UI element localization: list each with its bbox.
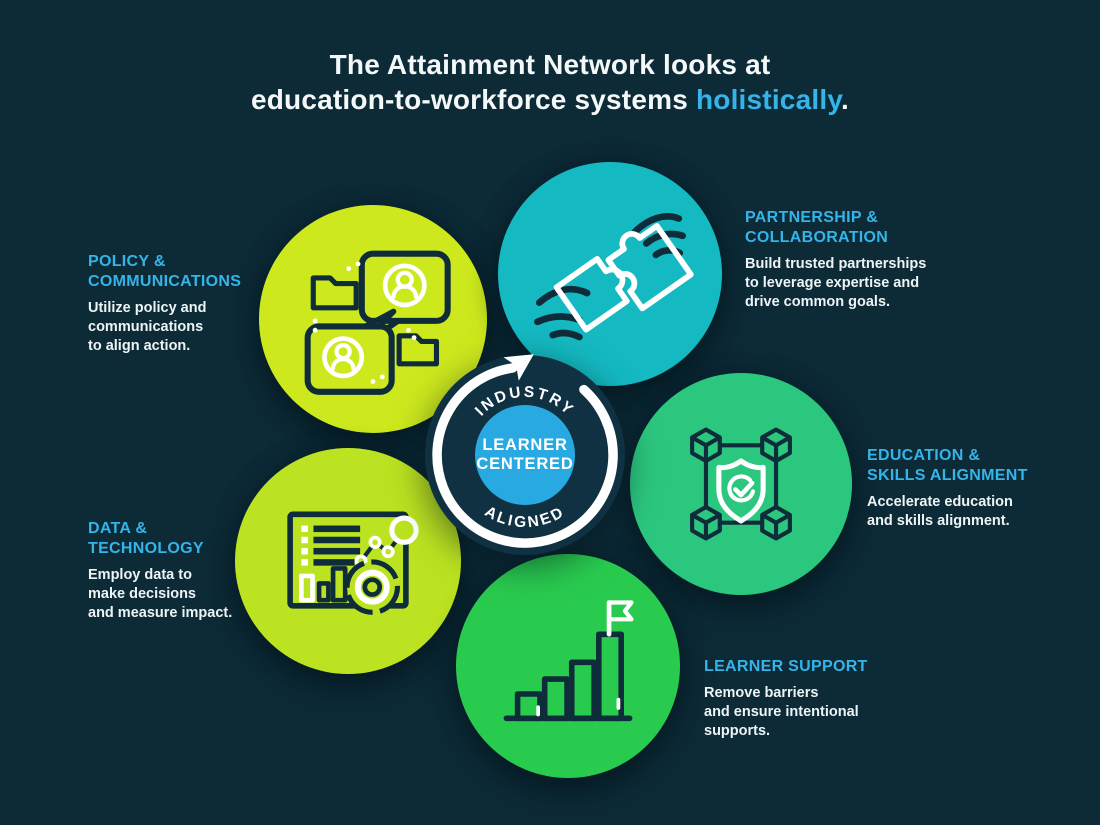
section-heading: PARTNERSHIP & COLLABORATION	[745, 209, 889, 246]
analytics-dashboard-icon	[287, 511, 419, 615]
title-highlight: holistically	[695, 84, 842, 115]
title-line1: The Attainment Network looks at	[329, 49, 771, 80]
policy-communications-circle	[259, 205, 487, 433]
hands-puzzle-icon	[534, 213, 694, 341]
data-technology-circle	[235, 448, 461, 674]
policy-communications-label: POLICY & COMMUNICATIONS Utilize policy a…	[88, 252, 303, 356]
section-body: Accelerate education and skills alignmen…	[867, 494, 1013, 529]
core-label-line1: LEARNER	[482, 436, 567, 454]
growth-bars-flag-icon	[503, 600, 634, 722]
chat-bubbles-folders-icon	[304, 250, 451, 395]
learner-support-label: LEARNER SUPPORT Remove barriers and ensu…	[704, 657, 929, 741]
title-line2-prefix: education-to-workforce systems	[250, 84, 696, 115]
section-body: Remove barriers and ensure intentional s…	[704, 685, 859, 739]
core-label-line2: CENTERED	[476, 455, 573, 473]
education-skills-alignment-circle	[630, 373, 852, 595]
section-heading: EDUCATION & SKILLS ALIGNMENT	[867, 447, 1028, 484]
cycle-arrow	[432, 354, 618, 548]
learner-centered-core-circle	[475, 405, 575, 505]
partnership-collaboration-circle	[498, 162, 722, 386]
section-body: Employ data to make decisions and measur…	[88, 567, 233, 621]
learner-centered-hub: INDUSTRY ALIGNED LEARNER CENTERED	[425, 354, 625, 555]
page-title: The Attainment Network looks at educatio…	[0, 47, 1100, 117]
linked-cubes-shield-icon	[690, 427, 792, 541]
section-body: Utilize policy and communications to ali…	[88, 300, 207, 354]
partnership-collaboration-label: PARTNERSHIP & COLLABORATION Build truste…	[745, 208, 980, 312]
education-skills-alignment-label: EDUCATION & SKILLS ALIGNMENT Accelerate …	[867, 446, 1087, 531]
section-heading: DATA & TECHNOLOGY	[88, 520, 204, 557]
section-heading: LEARNER SUPPORT	[704, 658, 868, 675]
section-body: Build trusted partnerships to leverage e…	[745, 256, 927, 310]
title-period: .	[841, 84, 849, 115]
learner-support-circle	[456, 554, 680, 778]
data-technology-label: DATA & TECHNOLOGY Employ data to make de…	[88, 519, 293, 623]
section-heading: POLICY & COMMUNICATIONS	[88, 253, 242, 290]
